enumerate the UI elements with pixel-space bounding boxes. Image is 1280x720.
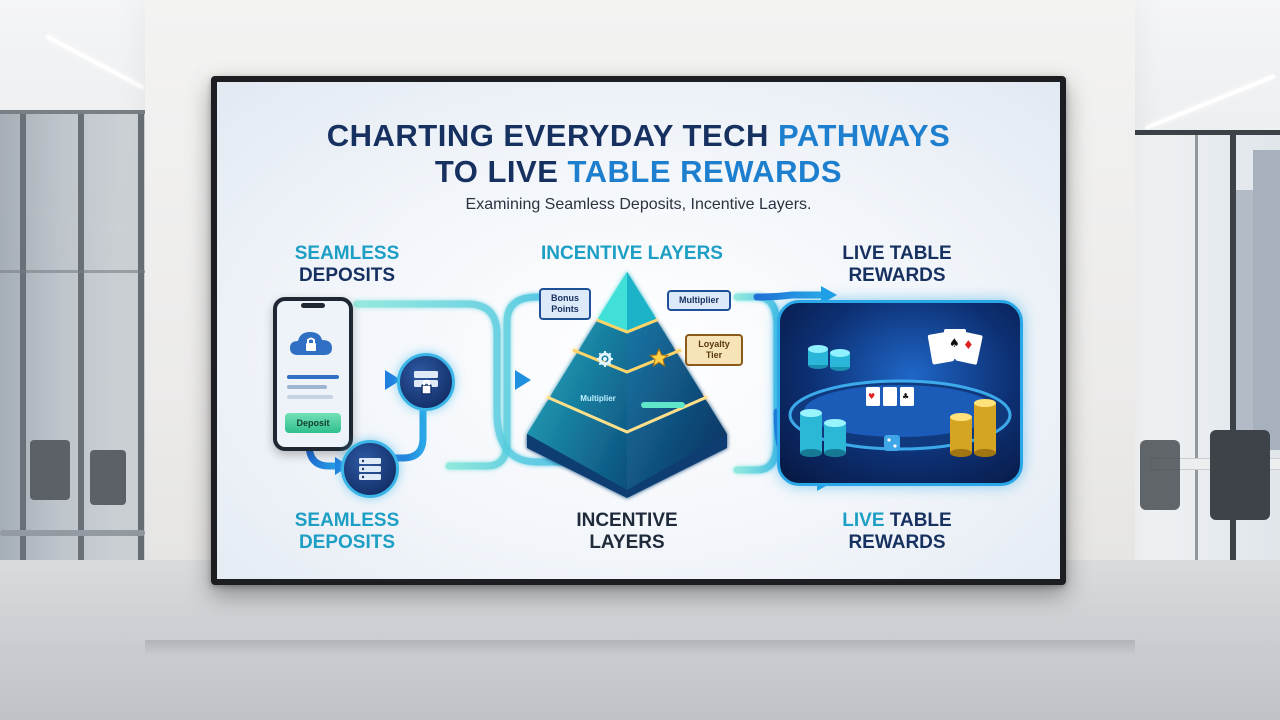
server-stack-icon [359,458,381,480]
flow-path-node-bottom-up [389,404,427,462]
flow-path-top-arc [353,300,581,466]
svg-text:♣: ♣ [902,392,909,401]
flow-path-to-rewards-top [753,291,827,301]
display-screen: CHARTING EVERYDAY TECH PATHWAYS TO LIVE … [217,82,1060,579]
chip-stack-teal [800,409,846,457]
poker-table-scene: ♠ ♦ ♥ ♣ [788,329,1012,457]
label-live-table-rewards-bottom: LIVE TABLE REWARDS [842,510,952,553]
slide-title-line-1: CHARTING EVERYDAY TECH PATHWAYS [326,118,951,153]
label-incentive-layers-bottom: INCENTIVE LAYERS [576,510,678,553]
wall-display: CHARTING EVERYDAY TECH PATHWAYS TO LIVE … [211,76,1066,585]
floor [0,560,1280,720]
phone-device: Deposit [273,297,353,451]
arrowhead [515,370,531,390]
office-chair [1210,430,1270,520]
label-live-table-rewards-top: LIVE TABLE REWARDS [842,243,952,286]
pyramid-layer-label: Multiplier [580,394,616,403]
incentive-pyramid [527,272,727,498]
slide-title-line-2: TO LIVE TABLE REWARDS [434,154,843,189]
tag-multiplier: Multiplier [667,290,731,311]
arrowhead [821,286,837,304]
deposit-button[interactable]: Deposit [285,413,341,433]
label-seamless-deposits-top: SEAMLESS DEPOSITS [294,243,400,286]
gear-icon [597,351,613,367]
flow-path-bottom-loop [445,293,559,470]
svg-text:♥: ♥ [868,392,875,401]
cloud-lock-icon [290,332,332,355]
svg-text:♠: ♠ [949,336,960,350]
node-server-lock [397,353,455,411]
server-lock-icon [414,371,438,395]
pyramid-layer-bar [641,402,685,408]
office-chair [1140,440,1180,510]
star-icon [649,348,669,368]
chip-stack-gold [950,399,996,457]
table-cards: ♥ ♣ [866,387,914,406]
arrowhead [385,370,401,390]
dice [884,435,900,451]
label-seamless-deposits-bottom: SEAMLESS DEPOSITS [294,510,400,553]
flow-diagram [305,272,837,498]
tag-bonus-points: Bonus Points [539,288,591,320]
label-incentive-layers-top: INCENTIVE LAYERS [541,243,723,264]
node-server-stack [341,440,399,498]
playing-cards: ♠ ♦ [927,329,983,365]
svg-text:♦: ♦ [963,338,974,352]
live-table-panel: ♠ ♦ ♥ ♣ [777,300,1023,486]
slide-subtitle: Examining Seamless Deposits, Incentive L… [465,196,812,213]
chip-stack [808,345,850,371]
glass-partition [0,110,145,580]
tag-loyalty-tier: Loyalty Tier [685,334,743,366]
